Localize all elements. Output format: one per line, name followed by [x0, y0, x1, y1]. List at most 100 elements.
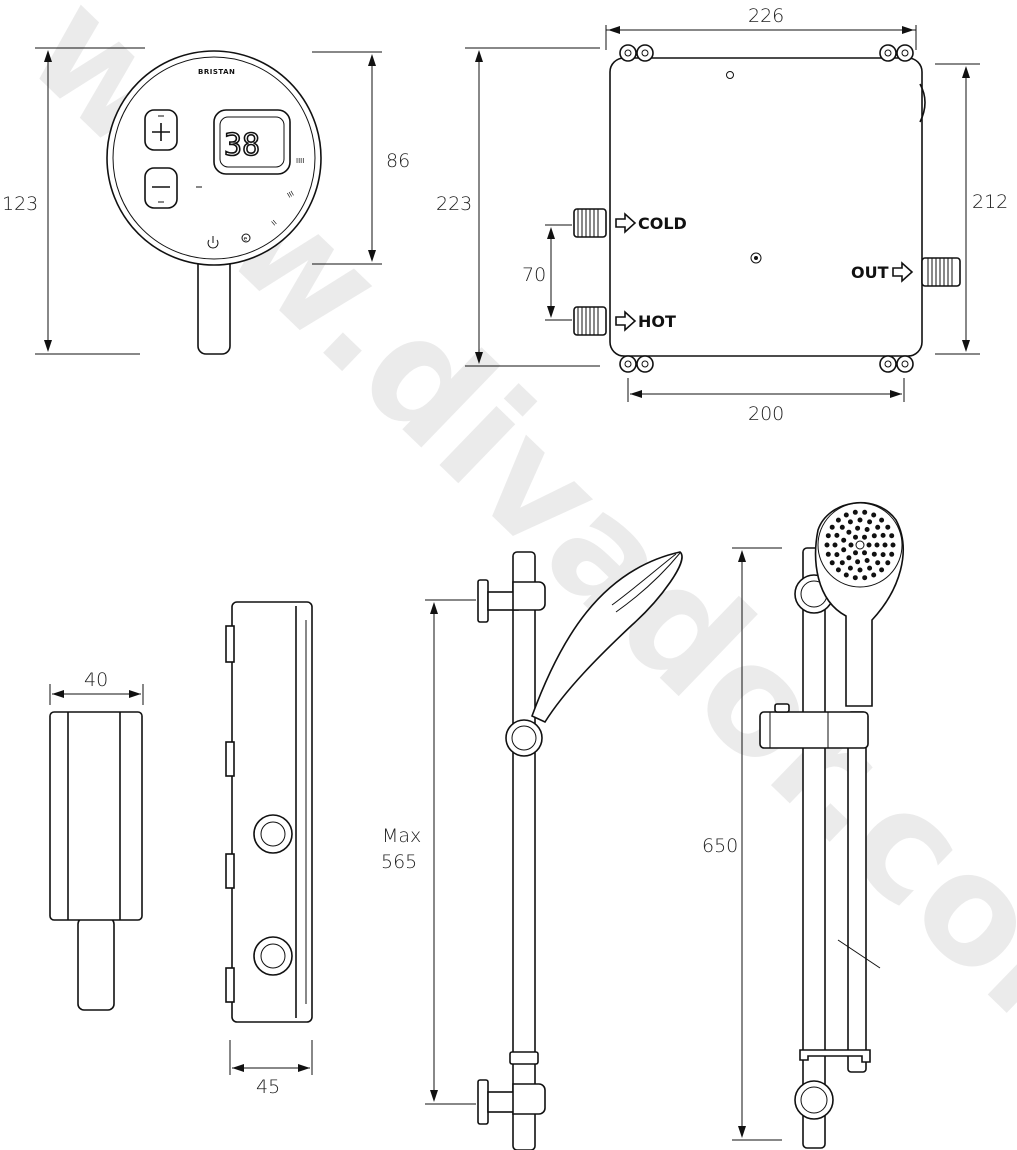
power-icon[interactable] [207, 236, 219, 249]
svg-text:III: III [286, 190, 295, 200]
eco-icon[interactable]: e [241, 233, 251, 243]
spray-nozzle [855, 525, 861, 531]
spray-nozzle [832, 542, 838, 548]
spray-nozzle [843, 512, 849, 518]
dim-box-height: 223 [436, 193, 472, 215]
spray-nozzle [879, 517, 885, 523]
spray-nozzle [852, 509, 858, 515]
slider-front [759, 711, 869, 749]
display-temp: 38 [224, 128, 260, 163]
svg-text:IIII: IIII [296, 157, 304, 165]
svg-text:e: e [244, 236, 248, 243]
spray-nozzle [867, 519, 873, 525]
spray-nozzle [825, 533, 831, 539]
spray-nozzle [882, 542, 888, 548]
spray-nozzle [839, 524, 845, 530]
spray-nozzle [862, 550, 867, 556]
spray-nozzle [871, 551, 877, 557]
spray-nozzle [871, 512, 877, 518]
spray-nozzle [855, 559, 861, 565]
spray-nozzle [862, 575, 868, 581]
side-fitting-upper [253, 814, 293, 854]
spray-nozzle [885, 524, 891, 530]
handset-face [817, 502, 903, 588]
spray-nozzle [843, 572, 849, 578]
outlet-fitting [921, 257, 961, 287]
spray-nozzle [889, 551, 895, 557]
spray-nozzle [879, 567, 885, 573]
hose [847, 711, 867, 1073]
spray-nozzle [824, 542, 830, 548]
spray-nozzle [841, 547, 847, 553]
dim-control-face: 86 [386, 150, 410, 172]
dim-inlet-spacing: 70 [522, 264, 546, 286]
out-label: OUT [851, 263, 889, 282]
spray-nozzle [847, 565, 853, 571]
spray-nozzle [834, 552, 840, 558]
dim-knob-depth: 40 [84, 669, 108, 691]
spray-nozzle [890, 542, 896, 548]
hot-arrow-icon [615, 310, 637, 332]
spray-nozzle [866, 542, 872, 548]
box-center-screw [750, 252, 762, 264]
box-side-knob [919, 83, 926, 123]
spray-nozzle [880, 552, 886, 558]
side-fitting-lower [253, 936, 293, 976]
rail-slider [505, 719, 543, 757]
dim-control-height: 123 [2, 193, 38, 215]
spray-nozzle [880, 532, 886, 538]
spray-nozzle [885, 560, 891, 566]
spray-nozzle [889, 533, 895, 539]
dim-box-bottom-width: 200 [748, 403, 784, 425]
spray-nozzle [846, 555, 852, 561]
spray-nozzle [848, 542, 854, 548]
handset-side [530, 551, 683, 724]
dim-box-width: 226 [748, 5, 784, 27]
spray-nozzle [835, 517, 841, 523]
mounting-lugs [619, 44, 914, 373]
dim-box-inner-height: 212 [972, 191, 1008, 213]
spray-nozzle [862, 509, 868, 515]
svg-text:II: II [270, 219, 278, 228]
spray-nozzle [857, 567, 863, 573]
soap-dish [799, 1049, 871, 1063]
cold-arrow-icon [615, 212, 637, 234]
spray-nozzle [867, 565, 873, 571]
dim-rail-max-label: Max [382, 825, 421, 847]
control-unit-front: 123 86 BRISTAN 38 IIII III II [2, 47, 410, 355]
side-stem [77, 917, 115, 1011]
shower-unit-side: 45 [225, 601, 313, 1098]
riser-rail-front: 650 [702, 502, 904, 1149]
spray-nozzle [835, 567, 841, 573]
dim-rail-height: 650 [702, 835, 738, 857]
hot-inlet-fitting [573, 306, 607, 336]
spray-nozzle [846, 529, 852, 535]
rail-pole-front [802, 547, 826, 1149]
minus-button[interactable] [144, 167, 178, 209]
spray-nozzle [829, 524, 835, 530]
out-arrow-icon [892, 261, 914, 283]
spray-nozzle [875, 560, 881, 566]
control-unit-side: 40 [49, 669, 144, 1011]
spray-nozzle [857, 517, 863, 523]
cold-label: COLD [638, 214, 687, 233]
spray-nozzle [829, 560, 835, 566]
side-body [49, 711, 143, 921]
spray-nozzle [841, 537, 847, 543]
riser-rail-side: Max 565 [381, 551, 683, 1150]
dim-rail-max: 565 [381, 851, 417, 873]
spray-nozzle [847, 519, 853, 525]
box-body [609, 57, 923, 357]
hot-label: HOT [638, 312, 676, 331]
cold-inlet-fitting [573, 208, 607, 238]
spray-nozzle [875, 524, 881, 530]
spray-nozzle [874, 542, 880, 548]
temperature-display [213, 109, 291, 175]
rail-pole [512, 551, 536, 1150]
spray-nozzle [834, 532, 840, 538]
spray-nozzle [862, 534, 867, 540]
spray-nozzle [864, 527, 870, 532]
spray-nozzle [855, 540, 865, 550]
